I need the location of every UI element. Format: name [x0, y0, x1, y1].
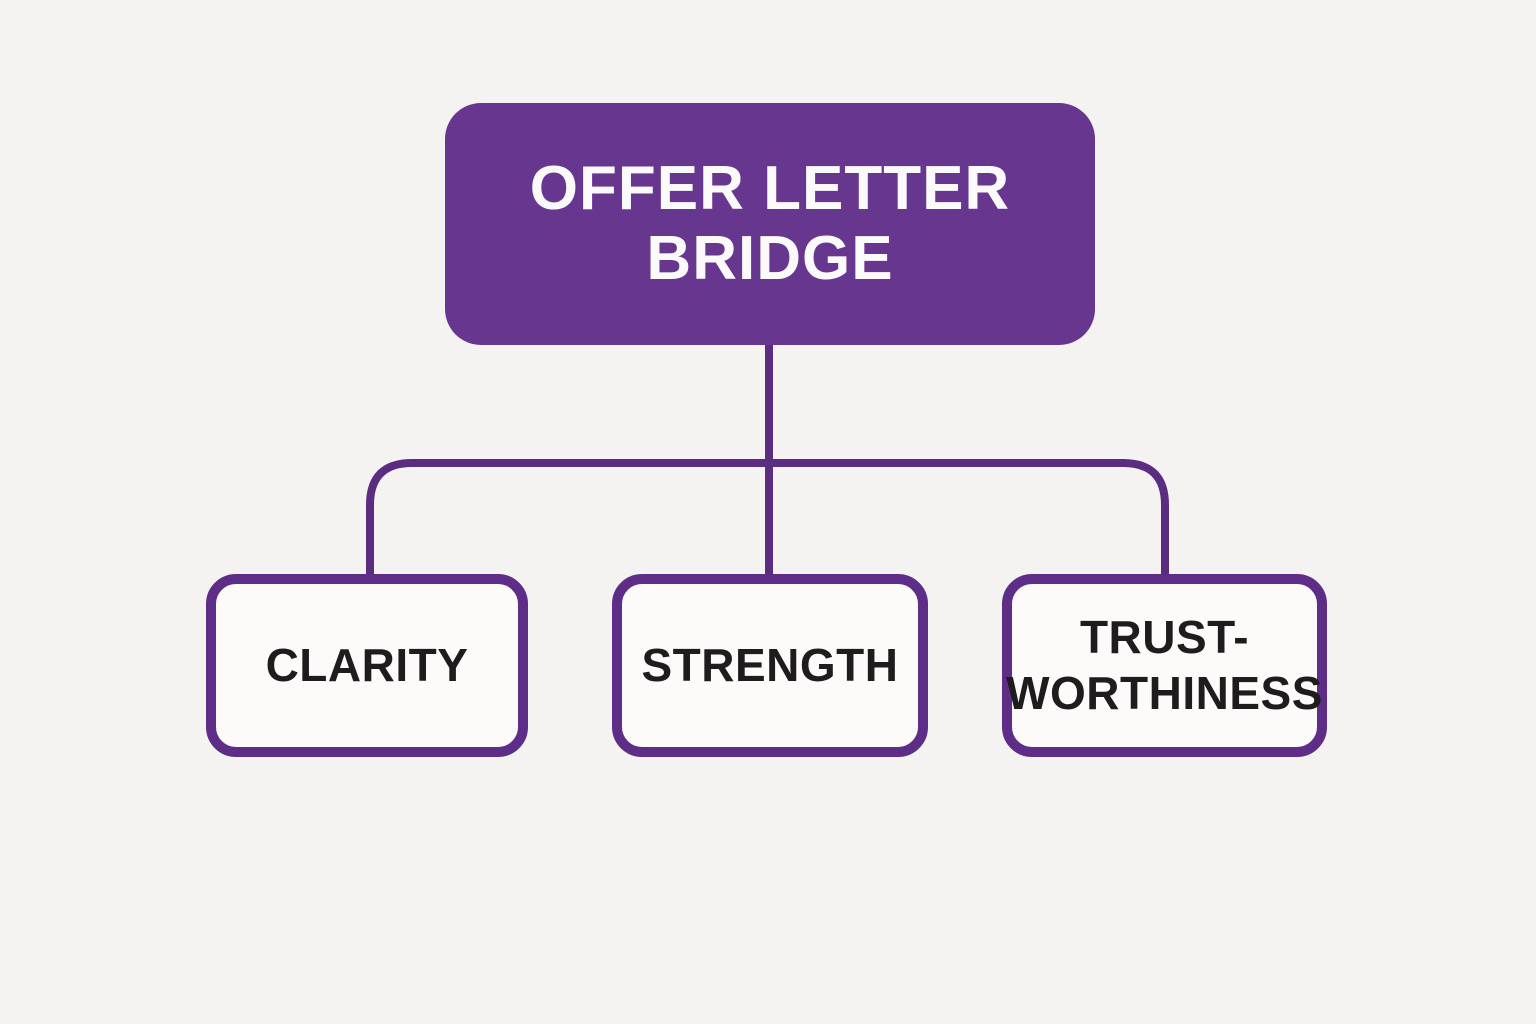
clarity-label: CLARITY — [265, 638, 469, 691]
node-offer-letter-bridge: OFFER LETTER BRIDGE — [445, 103, 1095, 345]
connector-branch-bar — [366, 459, 1169, 578]
trustworthiness-label: TRUST- WORTHINESS — [1006, 611, 1323, 719]
root-node-label: OFFER LETTER BRIDGE — [529, 153, 1011, 293]
strength-label: STRENGTH — [641, 638, 899, 691]
node-strength: STRENGTH — [612, 574, 928, 757]
node-trustworthiness: TRUST- WORTHINESS — [1002, 574, 1327, 757]
node-clarity: CLARITY — [206, 574, 528, 757]
